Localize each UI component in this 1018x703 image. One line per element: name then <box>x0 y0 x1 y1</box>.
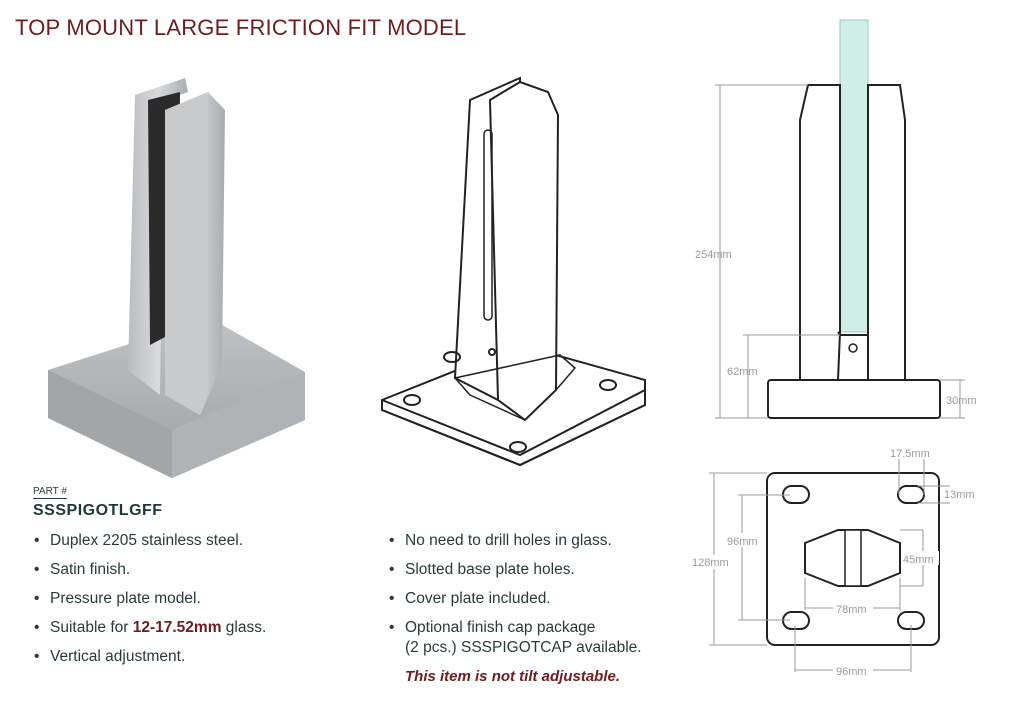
features-list-right: No need to drill holes in glass. Slotted… <box>389 531 642 658</box>
features-list-left: Duplex 2205 stainless steel. Satin finis… <box>34 531 266 676</box>
feature-item: Satin finish. <box>34 560 266 589</box>
feature-text: glass. <box>221 619 267 636</box>
page-title: TOP MOUNT LARGE FRICTION FIT MODEL <box>15 15 467 40</box>
dim-base-thickness: 30mm <box>946 395 977 407</box>
part-label: PART # <box>33 486 67 499</box>
dim-hole-spacing-v: 96mm <box>727 536 758 548</box>
dim-hole-spacing-h: 96mm <box>836 666 867 678</box>
feature-text: Suitable for <box>50 619 133 636</box>
feature-item: Suitable for 12-17.52mm glass. <box>34 618 266 647</box>
tilt-note: This item is not tilt adjustable. <box>405 668 621 685</box>
dim-height: 254mm <box>695 249 732 261</box>
dim-slot-height: 13mm <box>944 489 975 501</box>
feature-item: No need to drill holes in glass. <box>389 531 642 560</box>
feature-text: (2 pcs.) SSSPIGOTCAP available. <box>405 639 642 656</box>
dim-post-width: 78mm <box>836 604 867 616</box>
dim-post-depth: 45mm <box>903 554 934 566</box>
feature-item: Cover plate included. <box>389 589 642 618</box>
feature-item: Duplex 2205 stainless steel. <box>34 531 266 560</box>
feature-item: Pressure plate model. <box>34 589 266 618</box>
dim-plate: 128mm <box>692 557 729 569</box>
glass-thickness-highlight: 12-17.52mm <box>132 619 222 636</box>
feature-item: Vertical adjustment. <box>34 647 266 676</box>
dim-slot-width: 17.5mm <box>890 448 930 460</box>
dim-base-to-hole: 62mm <box>727 366 758 378</box>
part-number: SSSPIGOTLGFF <box>33 502 163 519</box>
feature-text: Optional finish cap package <box>405 619 596 636</box>
feature-item: Slotted base plate holes. <box>389 560 642 589</box>
feature-item: Optional finish cap package (2 pcs.) SSSP… <box>389 618 642 658</box>
